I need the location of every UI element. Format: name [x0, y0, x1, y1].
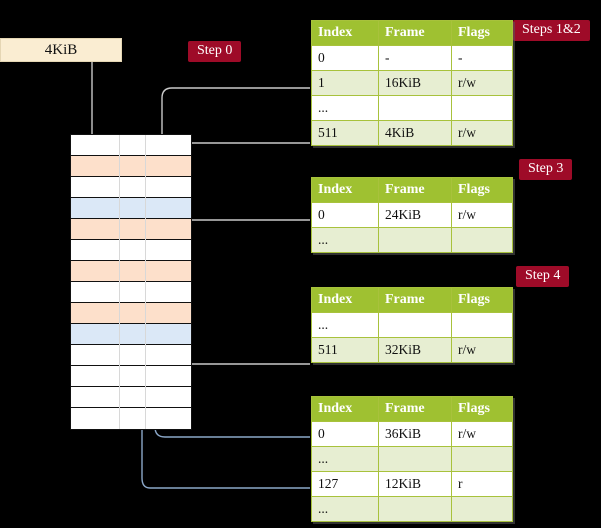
memory-cell: [71, 177, 191, 198]
memory-cell: [71, 261, 191, 282]
cell-flags: [451, 312, 513, 338]
table-row: ...: [311, 95, 513, 121]
cell-flags: r/w: [451, 337, 513, 363]
physical-memory-column: [70, 134, 192, 430]
memory-cell: [71, 198, 191, 219]
cell-frame: 24KiB: [378, 202, 452, 228]
cell-flags: [451, 95, 513, 121]
memory-cell: [71, 303, 191, 324]
cell-index: 1: [311, 70, 379, 96]
column-header-frame: Frame: [378, 177, 452, 203]
memory-guide-right: [145, 135, 146, 429]
virtual-address-label: 4KiB: [44, 41, 78, 58]
cell-index: ...: [311, 496, 379, 522]
cell-index: 511: [311, 337, 379, 363]
wire-t3-to-memory: [173, 307, 310, 365]
cell-index: ...: [311, 227, 379, 253]
column-header-frame: Frame: [378, 287, 452, 313]
cell-flags: r: [451, 471, 513, 497]
column-header-flags: Flags: [451, 177, 513, 203]
cell-flags: r/w: [451, 70, 513, 96]
memory-cell: [71, 240, 191, 261]
badge-step-0: Step 0: [188, 41, 242, 62]
memory-cell: [71, 345, 191, 366]
cell-frame: 32KiB: [378, 337, 452, 363]
badge-step-3: Step 3: [519, 159, 573, 180]
cell-frame: 4KiB: [378, 120, 452, 146]
virtual-address-box: 4KiB: [0, 38, 122, 62]
wire-t2-to-memory: [179, 219, 310, 267]
cell-index: ...: [311, 446, 379, 472]
cell-frame: [378, 496, 452, 522]
memory-cell: [71, 282, 191, 303]
cell-flags: r/w: [451, 202, 513, 228]
badge-step-4: Step 4: [516, 266, 570, 287]
cell-index: ...: [311, 95, 379, 121]
cell-flags: [451, 227, 513, 253]
memory-cell: [71, 366, 191, 387]
memory-cell: [71, 387, 191, 408]
cell-flags: -: [451, 45, 513, 71]
badge-steps-1-2: Steps 1&2: [513, 20, 590, 41]
badge-steps-1-2-label: Steps 1&2: [522, 22, 581, 37]
memory-cell: [71, 408, 191, 429]
cell-flags: r/w: [451, 120, 513, 146]
cell-flags: [451, 446, 513, 472]
memory-cell: [71, 324, 191, 345]
cell-frame: [378, 312, 452, 338]
cell-flags: r/w: [451, 421, 513, 447]
cell-frame: [378, 95, 452, 121]
column-header-frame: Frame: [378, 396, 452, 422]
column-header-index: Index: [311, 396, 379, 422]
cell-frame: 16KiB: [378, 70, 452, 96]
table-row: ...: [311, 312, 513, 338]
table-row: ...: [311, 227, 513, 253]
table-row: ...: [311, 446, 513, 472]
cell-frame: [378, 446, 452, 472]
column-header-frame: Frame: [378, 20, 452, 46]
cell-index: 0: [311, 202, 379, 228]
cell-flags: [451, 496, 513, 522]
memory-guide-left: [119, 135, 120, 429]
cell-frame: -: [378, 45, 452, 71]
cell-frame: 12KiB: [378, 471, 452, 497]
memory-cell: [71, 219, 191, 240]
table-row: 0--: [311, 45, 513, 71]
column-header-index: Index: [311, 20, 379, 46]
table-row: ...: [311, 496, 513, 522]
column-header-index: Index: [311, 177, 379, 203]
cell-index: ...: [311, 312, 379, 338]
badge-step-4-label: Step 4: [525, 268, 561, 283]
memory-cell: [71, 135, 191, 156]
cell-frame: 36KiB: [378, 421, 452, 447]
column-header-flags: Flags: [451, 20, 513, 46]
column-header-flags: Flags: [451, 396, 513, 422]
cell-frame: [378, 227, 452, 253]
column-header-flags: Flags: [451, 287, 513, 313]
cell-index: 127: [311, 471, 379, 497]
cell-index: 0: [311, 421, 379, 447]
cell-index: 0: [311, 45, 379, 71]
memory-cell: [71, 156, 191, 177]
cell-index: 511: [311, 120, 379, 146]
column-header-index: Index: [311, 287, 379, 313]
badge-step-3-label: Step 3: [528, 161, 564, 176]
badge-step-0-label: Step 0: [197, 43, 233, 58]
